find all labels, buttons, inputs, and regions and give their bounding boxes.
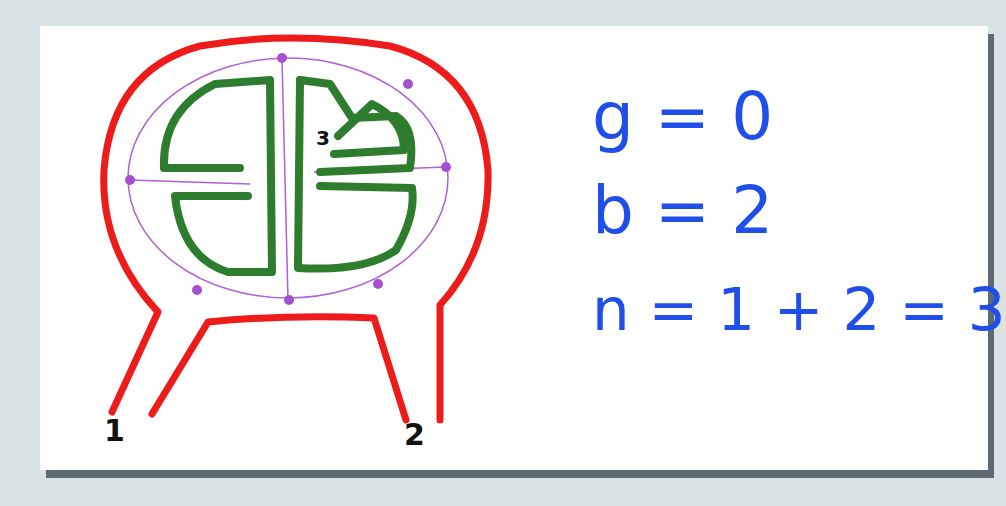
boundary-number: 3 xyxy=(316,128,330,148)
leg-number: 2 xyxy=(404,420,425,450)
boundary-equation: b = 2 xyxy=(592,178,773,244)
leg-number: 1 xyxy=(104,416,125,446)
card xyxy=(40,26,988,470)
puncture-equation: n = 1 + 2 = 3 xyxy=(592,280,1006,339)
genus-equation: g = 0 xyxy=(592,84,773,150)
